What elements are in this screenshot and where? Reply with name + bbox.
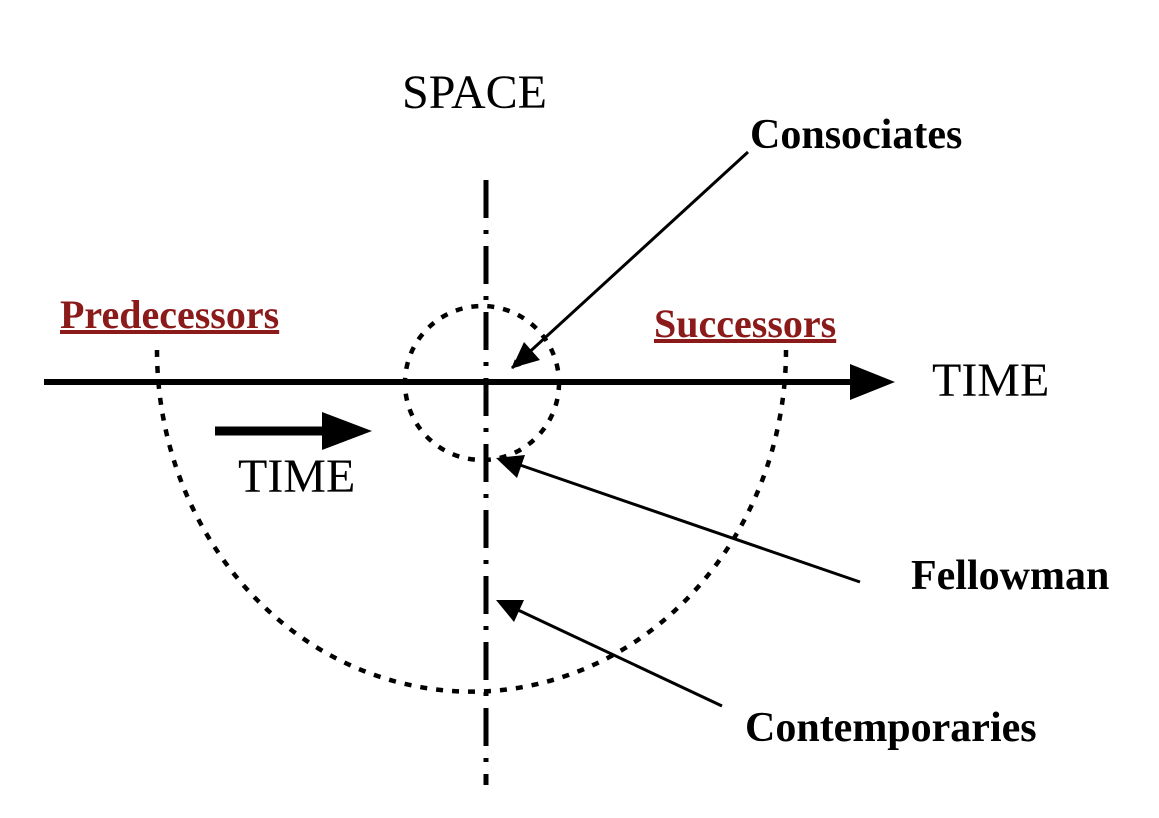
time-axis-arrowhead <box>850 364 895 400</box>
time-direction-arrowhead <box>322 412 372 450</box>
space-axis-label: SPACE <box>402 66 547 119</box>
consociates-pointer-arrow <box>510 150 750 370</box>
time-axis-label: TIME <box>932 354 1049 407</box>
consociates-circle <box>402 303 562 463</box>
contemporaries-pointer-arrow <box>517 608 723 708</box>
contemporaries-arc <box>154 349 789 694</box>
contemporaries-label: Contemporaries <box>745 705 1037 751</box>
fellowman-pointer-arrow <box>519 463 861 584</box>
consociates-pointer-head <box>512 342 540 368</box>
fellowman-label: Fellowman <box>911 553 1109 599</box>
fellowman-pointer-head <box>496 455 525 478</box>
consociates-label: Consociates <box>750 112 962 158</box>
contemporaries-pointer-head <box>496 600 524 622</box>
time-direction-label: TIME <box>238 450 355 503</box>
successors-label[interactable]: Successors <box>654 301 836 346</box>
predecessors-label[interactable]: Predecessors <box>60 292 279 337</box>
